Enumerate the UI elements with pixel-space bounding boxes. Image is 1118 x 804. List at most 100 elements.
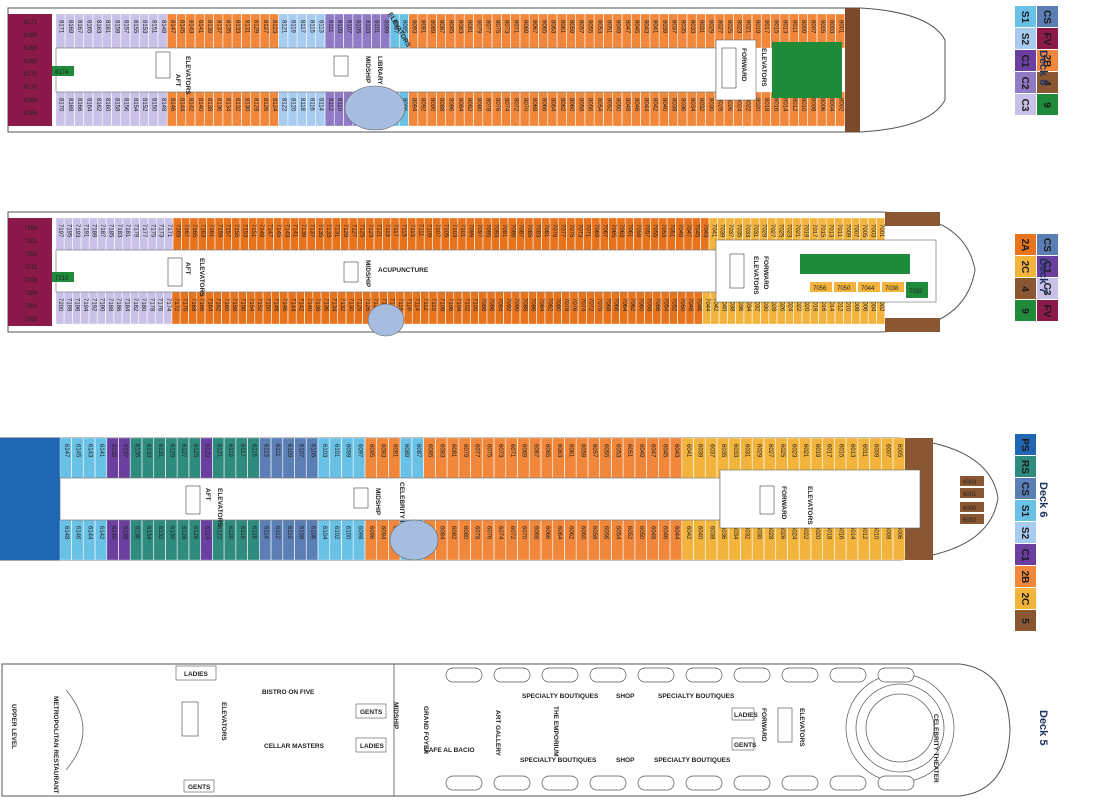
cabin-label-8011: 8011 — [791, 20, 797, 34]
lifeboat-bottom-5 — [637, 775, 675, 791]
cabin-label-8023: 8023 — [735, 20, 741, 34]
cabin-label-8145: 8145 — [178, 20, 184, 34]
cabin-label-7130: 7130 — [347, 298, 353, 312]
stairs-mid-deck6[interactable] — [353, 487, 369, 509]
elevators-aft-label-deck8: ELEVATORS — [184, 56, 191, 95]
legend-label-CS: CS — [1041, 238, 1052, 252]
cabin-label-7195: 7195 — [66, 224, 72, 238]
cabin-7038[interactable] — [882, 282, 904, 292]
ladies-forward-room[interactable] — [731, 707, 755, 721]
cabin-8017[interactable] — [761, 13, 771, 49]
cabin-6000-label: 6000 — [963, 506, 977, 512]
cabin-label-8073: 8073 — [503, 20, 509, 34]
cabin-8018[interactable] — [761, 91, 771, 127]
elevators-forward-deck6[interactable] — [759, 485, 775, 515]
stairs-mid-deck8[interactable] — [333, 55, 349, 77]
cabin-label-8028: 8028 — [717, 98, 723, 112]
cabin-label-7118: 7118 — [397, 298, 403, 312]
cabin-label-6067: 6067 — [532, 444, 538, 458]
cabin-label-7072: 7072 — [588, 298, 594, 312]
cabin-label-7005: 7005 — [861, 224, 867, 238]
cabin-label-6013: 6013 — [849, 444, 855, 458]
cabin-label-6045: 6045 — [661, 444, 667, 458]
elevators-aft-deck8[interactable] — [155, 51, 171, 79]
cabin-label-6081: 6081 — [450, 444, 456, 458]
gents-bottom-room[interactable] — [183, 779, 215, 793]
cabin-label-6083: 6083 — [438, 444, 444, 458]
cabin-label-7069: 7069 — [593, 224, 599, 238]
cabin-label-6046: 6046 — [661, 526, 667, 540]
aft-cabin-label-7202: 7202 — [24, 317, 38, 323]
cabin-label-8156: 8156 — [123, 98, 129, 112]
cabin-6001[interactable] — [960, 488, 984, 498]
cabin-8174[interactable] — [52, 66, 74, 76]
cabin-label-6009: 6009 — [873, 444, 879, 458]
elevators-aft-label-deck5: ELEVATORS — [220, 702, 227, 741]
cabin-8019[interactable] — [752, 13, 762, 49]
cabin-label-6018: 6018 — [826, 526, 832, 540]
cabin-7050[interactable] — [834, 282, 856, 292]
legend-label-4: 4 — [1019, 286, 1030, 292]
cabin-label-7067: 7067 — [601, 224, 607, 238]
deck-6-title: Deck 6 — [1037, 482, 1049, 517]
cabin-label-7008: 7008 — [853, 298, 859, 312]
aft-cabin-label-7206: 7206 — [24, 291, 38, 297]
gents-forward-room[interactable] — [731, 737, 755, 751]
cabin-label-7113: 7113 — [409, 224, 415, 238]
elevators-aft-deck5[interactable] — [181, 701, 199, 737]
cabin-6002[interactable] — [960, 514, 984, 524]
cabin-7044[interactable] — [858, 282, 880, 292]
cabin-6003[interactable] — [960, 476, 984, 486]
cabin-label-8148: 8148 — [160, 98, 166, 112]
stairs-mid-deck7[interactable] — [343, 261, 359, 283]
cabin-label-8083: 8083 — [457, 20, 463, 34]
gents-mid-room[interactable] — [355, 703, 387, 719]
cabin-label-6058: 6058 — [591, 526, 597, 540]
cabin-label-8110: 8110 — [336, 98, 342, 112]
cabin-label-7142: 7142 — [298, 298, 304, 312]
ladies-top-room[interactable] — [175, 665, 217, 681]
cabin-label-7103: 7103 — [451, 224, 457, 238]
aft-cabin-label-8163: 8163 — [24, 59, 38, 65]
cabin-7032[interactable] — [906, 282, 928, 298]
cabin-label-7094: 7094 — [497, 298, 503, 312]
elevators-forward-deck5[interactable] — [777, 707, 793, 743]
elevators-forward-deck7[interactable] — [729, 253, 745, 289]
cabin-7210[interactable] — [52, 272, 74, 282]
cabin-8020[interactable] — [752, 91, 762, 127]
theater-seating-inner — [865, 693, 935, 763]
cabin-label-8062: 8062 — [559, 98, 565, 112]
cabin-label-8012: 8012 — [791, 98, 797, 112]
elevators-forward-deck8[interactable] — [721, 47, 737, 89]
art-gallery-label: ART GALLERY — [494, 710, 501, 757]
cabin-label-6141: 6141 — [98, 444, 104, 458]
cabin-label-8121: 8121 — [280, 20, 286, 34]
deck-7-forward-brown-bottom — [885, 318, 940, 332]
cabin-label-8072: 8072 — [512, 98, 518, 112]
cabin-label-8002: 8002 — [837, 98, 843, 112]
cabin-label-8085: 8085 — [448, 20, 454, 34]
ladies-mid-room[interactable] — [355, 737, 387, 753]
cabin-label-8026: 8026 — [726, 98, 732, 112]
cabin-label-6075: 6075 — [485, 444, 491, 458]
cabin-label-7182: 7182 — [132, 298, 138, 312]
elevators-aft-deck7[interactable] — [167, 257, 183, 287]
legend-swatch-C1 — [1037, 256, 1058, 277]
elevators-aft-deck6[interactable] — [185, 485, 201, 515]
cabin-label-8158: 8158 — [113, 98, 119, 112]
cabin-label-6128: 6128 — [180, 526, 186, 540]
cabin-7050-label: 7050 — [837, 286, 851, 292]
lifeboat-bottom-1 — [445, 775, 483, 791]
lifeboat-top-3 — [541, 667, 579, 683]
legend-swatch-PS — [1015, 434, 1036, 455]
cabin-label-6033: 6033 — [732, 444, 738, 458]
cabin-6000[interactable] — [960, 502, 984, 512]
cabin-7056[interactable] — [810, 282, 832, 292]
cabin-label-8050: 8050 — [615, 98, 621, 112]
cabin-label-7151: 7151 — [250, 224, 256, 238]
cabin-label-8064: 8064 — [550, 98, 556, 112]
cabin-label-7140: 7140 — [306, 298, 312, 312]
aft-cabin-label-8169: 8169 — [24, 33, 38, 39]
cabin-label-7065: 7065 — [610, 224, 616, 238]
